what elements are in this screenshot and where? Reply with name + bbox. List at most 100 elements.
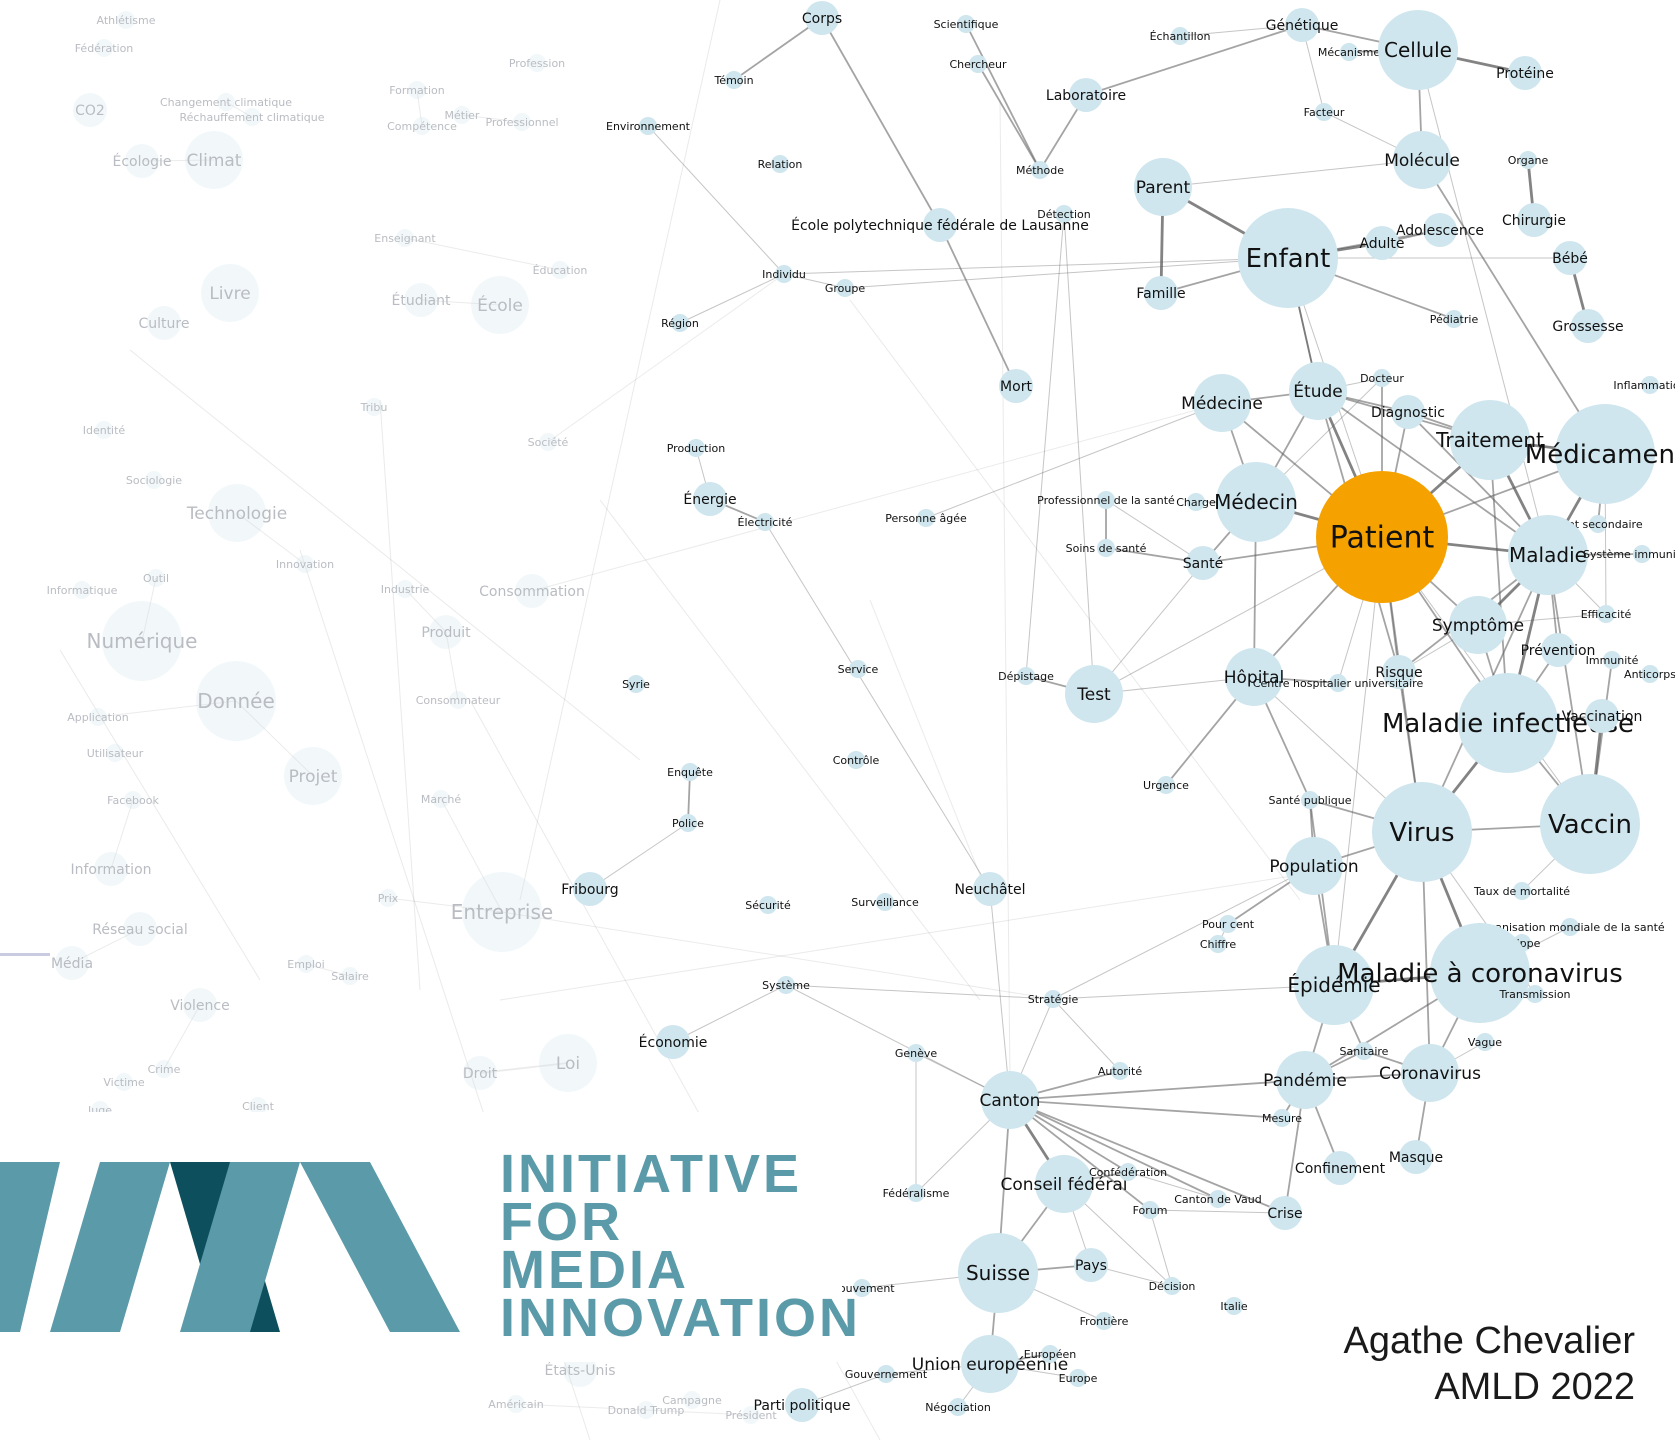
node-test: Test [1065, 665, 1123, 723]
node-label-donald-trump: Donald Trump [608, 1404, 685, 1417]
node-label-echantillon: Échantillon [1150, 30, 1211, 43]
node-circle-immunite [1603, 651, 1621, 669]
node-circle-violence [183, 988, 217, 1022]
background-edge-4 [869, 599, 991, 901]
node-label-strategie: Stratégie [1028, 993, 1079, 1006]
node-label-metier: Métier [445, 109, 480, 122]
node-circle-fribourg [573, 872, 607, 906]
node-label-neuchatel: Neuchâtel [954, 882, 1025, 898]
node-produit: Produit [421, 615, 471, 649]
node-entreprise: Entreprise [451, 872, 553, 952]
node-docteur: Docteur [1360, 369, 1404, 387]
node-label-victime: Victime [103, 1076, 144, 1089]
node-label-etude: Étude [1293, 380, 1342, 402]
node-label-culture: Culture [139, 316, 190, 332]
background-edge-1 [379, 399, 421, 991]
node-circle-detection [1055, 205, 1073, 223]
node-label-societe: Société [528, 436, 569, 449]
node-label-relation: Relation [758, 158, 803, 171]
edge-patient-epidemie [1333, 536, 1383, 986]
node-label-mort: Mort [1000, 379, 1032, 395]
node-label-vaccination: Vaccination [1562, 709, 1643, 725]
node-circle-echantillon [1171, 27, 1189, 45]
node-suisse: Suisse [958, 1233, 1038, 1313]
node-circle-rechauffement-climatique [243, 108, 261, 126]
node-label-genetique: Génétique [1266, 18, 1339, 34]
logo-line-3: MEDIA [500, 1240, 689, 1300]
edge-canton-mesure [1009, 1099, 1283, 1119]
node-label-competence: Compétence [387, 120, 457, 133]
node-label-consommateur: Consommateur [416, 694, 501, 707]
node-population: Population [1269, 837, 1359, 895]
edge-detection-depistage [1025, 213, 1065, 677]
node-echantillon: Échantillon [1150, 27, 1211, 45]
node-cellule: Cellule [1378, 10, 1458, 90]
node-donald-trump: Donald Trump [608, 1401, 685, 1419]
node-label-adulte: Adulte [1359, 236, 1404, 252]
node-confederation: Confédération [1089, 1163, 1167, 1181]
node-numerique: Numérique [87, 601, 197, 681]
node-label-immunite: Immunité [1586, 654, 1639, 667]
edge-individu-societe [547, 273, 785, 443]
node-circle-europe [1069, 1369, 1087, 1387]
node-circle-corps [805, 1, 839, 35]
node-circle-etude [1289, 362, 1347, 420]
node-vague: Vague [1468, 1033, 1502, 1051]
edge-donnee-application [97, 700, 237, 718]
edge-technologie-innovation [236, 512, 306, 565]
node-label-identite: Identité [83, 424, 126, 437]
node-tribu: Tribu [360, 398, 387, 416]
node-centre-hospitalier-universitaire: Centre hospitalier universitaire [1253, 674, 1423, 692]
node-circle-president [742, 1406, 760, 1424]
node-label-sante: Santé [1183, 556, 1223, 572]
node-circle-prix [379, 889, 397, 907]
node-circle-anticorps [1641, 665, 1659, 683]
node-campagne: Campagne [662, 1391, 722, 1409]
node-circle-canton [981, 1071, 1039, 1129]
node-immunite: Immunité [1586, 651, 1639, 669]
node-circle-campagne [683, 1391, 701, 1409]
node-vaccin: Vaccin [1540, 774, 1640, 874]
node-label-mouvement: Mouvement [829, 1282, 895, 1295]
node-circle-sante [1186, 546, 1220, 580]
node-systeme-immunitaire: Système immunitaire [1583, 545, 1675, 563]
node-label-detection: Détection [1037, 208, 1090, 221]
node-organe: Organe [1508, 151, 1548, 169]
node-label-informatique: Informatique [47, 584, 118, 597]
node-sociologie: Sociologie [126, 471, 182, 489]
node-label-bebe: Bébé [1552, 251, 1588, 267]
node-salaire: Salaire [331, 967, 369, 985]
node-label-application: Application [67, 711, 128, 724]
node-label-federation: Fédération [75, 42, 134, 55]
node-circle-personne-agee [917, 509, 935, 527]
node-formation: Formation [389, 81, 445, 99]
node-circle-conseil-federal [1035, 1155, 1093, 1213]
node-chiffre: Chiffre [1200, 935, 1236, 953]
node-relation: Relation [758, 155, 803, 173]
node-circle-controle [847, 751, 865, 769]
node-etudiant: Étudiant [392, 283, 451, 317]
node-circle-competence [413, 117, 431, 135]
node-label-symptome: Symptôme [1432, 616, 1524, 636]
node-circle-italie [1225, 1297, 1243, 1315]
node-confinement: Confinement [1295, 1151, 1386, 1185]
node-circle-professionnel [513, 113, 531, 131]
edge-maladie-cellule [1417, 49, 1549, 556]
node-circle-enquete [681, 763, 699, 781]
node-label-negociation: Négociation [925, 1401, 991, 1414]
node-parti-politique: Parti politique [754, 1388, 850, 1422]
node-label-livre: Livre [209, 284, 250, 304]
node-organisation-mondiale-de-la-sante: Organisation mondiale de la santé [1475, 918, 1665, 936]
node-systeme: Système [762, 976, 810, 994]
node-union-europeenne: Union européenne [912, 1335, 1068, 1393]
node-projet: Projet [284, 747, 342, 805]
node-federation: Fédération [75, 39, 134, 57]
node-ecologie: Écologie [113, 144, 171, 178]
node-circle-pediatrie [1445, 310, 1463, 328]
node-circle-forum [1141, 1201, 1159, 1219]
node-circle-crise [1268, 1196, 1302, 1230]
node-circle-societe [539, 433, 557, 451]
node-fribourg: Fribourg [561, 872, 619, 906]
node-soins-de-sante: Soins de santé [1066, 539, 1147, 557]
node-circle-marche [432, 790, 450, 808]
